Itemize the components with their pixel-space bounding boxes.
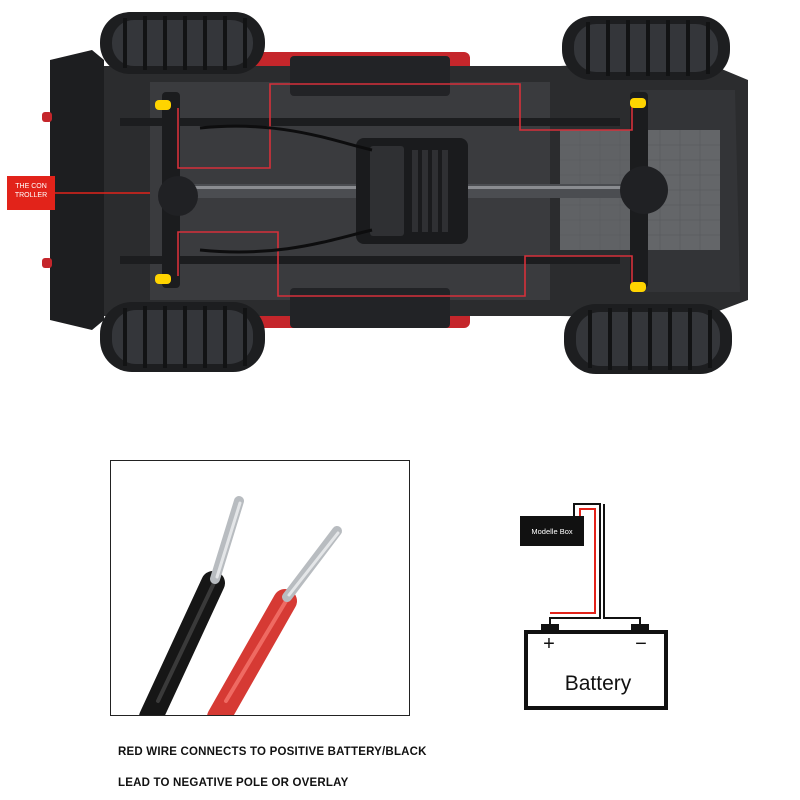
module-box-label: Modelle Box: [531, 526, 573, 536]
black-cables: [199, 124, 373, 254]
battery-positive-symbol: +: [543, 633, 555, 655]
led-front-bottom: [155, 274, 171, 284]
tire-rear-top: [562, 16, 730, 80]
tire-front-bottom: [100, 302, 265, 372]
controller-callout: THE CON TROLLER: [7, 176, 55, 210]
diagram-black-wire: [549, 503, 601, 628]
front-diff: [158, 176, 198, 216]
led-rear-bottom: [630, 282, 646, 292]
red-wire: [207, 526, 342, 715]
battery-terminal-positive: [541, 624, 559, 632]
battery-terminal-negative: [631, 624, 649, 632]
battery-body: [524, 630, 668, 710]
black-wire: [139, 496, 244, 715]
wire-closeup-photo: [110, 460, 410, 716]
battery-label: Battery: [564, 672, 632, 695]
battery-tray-top: [290, 56, 450, 96]
yellow-leds: [155, 98, 646, 292]
motor-fins: [370, 146, 448, 236]
controller-callout-line1: THE CON: [15, 183, 47, 190]
caption-line-1: RED WIRE CONNECTS TO POSITIVE BATTERY/BL…: [118, 746, 427, 758]
caption-line-2: LEAD TO NEGATIVE POLE OR OVERLAY: [118, 777, 349, 789]
battery-tray-bottom: [290, 288, 450, 328]
led-rear-top: [630, 98, 646, 108]
bumper-light-top: [42, 112, 52, 122]
rc-car-underside: [42, 12, 748, 374]
diagram-black-wire-2: [603, 504, 641, 628]
rear-diff: [620, 166, 668, 214]
battery-wiring-diagram: + −: [520, 503, 668, 710]
bumper-light-bottom: [42, 258, 52, 268]
side-rail-bottom: [120, 256, 620, 264]
module-box: [520, 516, 584, 546]
diagram-red-wire: [550, 508, 596, 614]
tire-rear-bottom: [564, 304, 732, 374]
battery-negative-symbol: −: [635, 633, 647, 655]
controller-callout-line2: TROLLER: [14, 192, 48, 199]
led-front-top: [155, 100, 171, 110]
front-bumper: [50, 50, 104, 330]
led-wiring: [177, 83, 633, 297]
side-rail-top: [120, 118, 620, 126]
tire-front-top: [100, 12, 265, 74]
